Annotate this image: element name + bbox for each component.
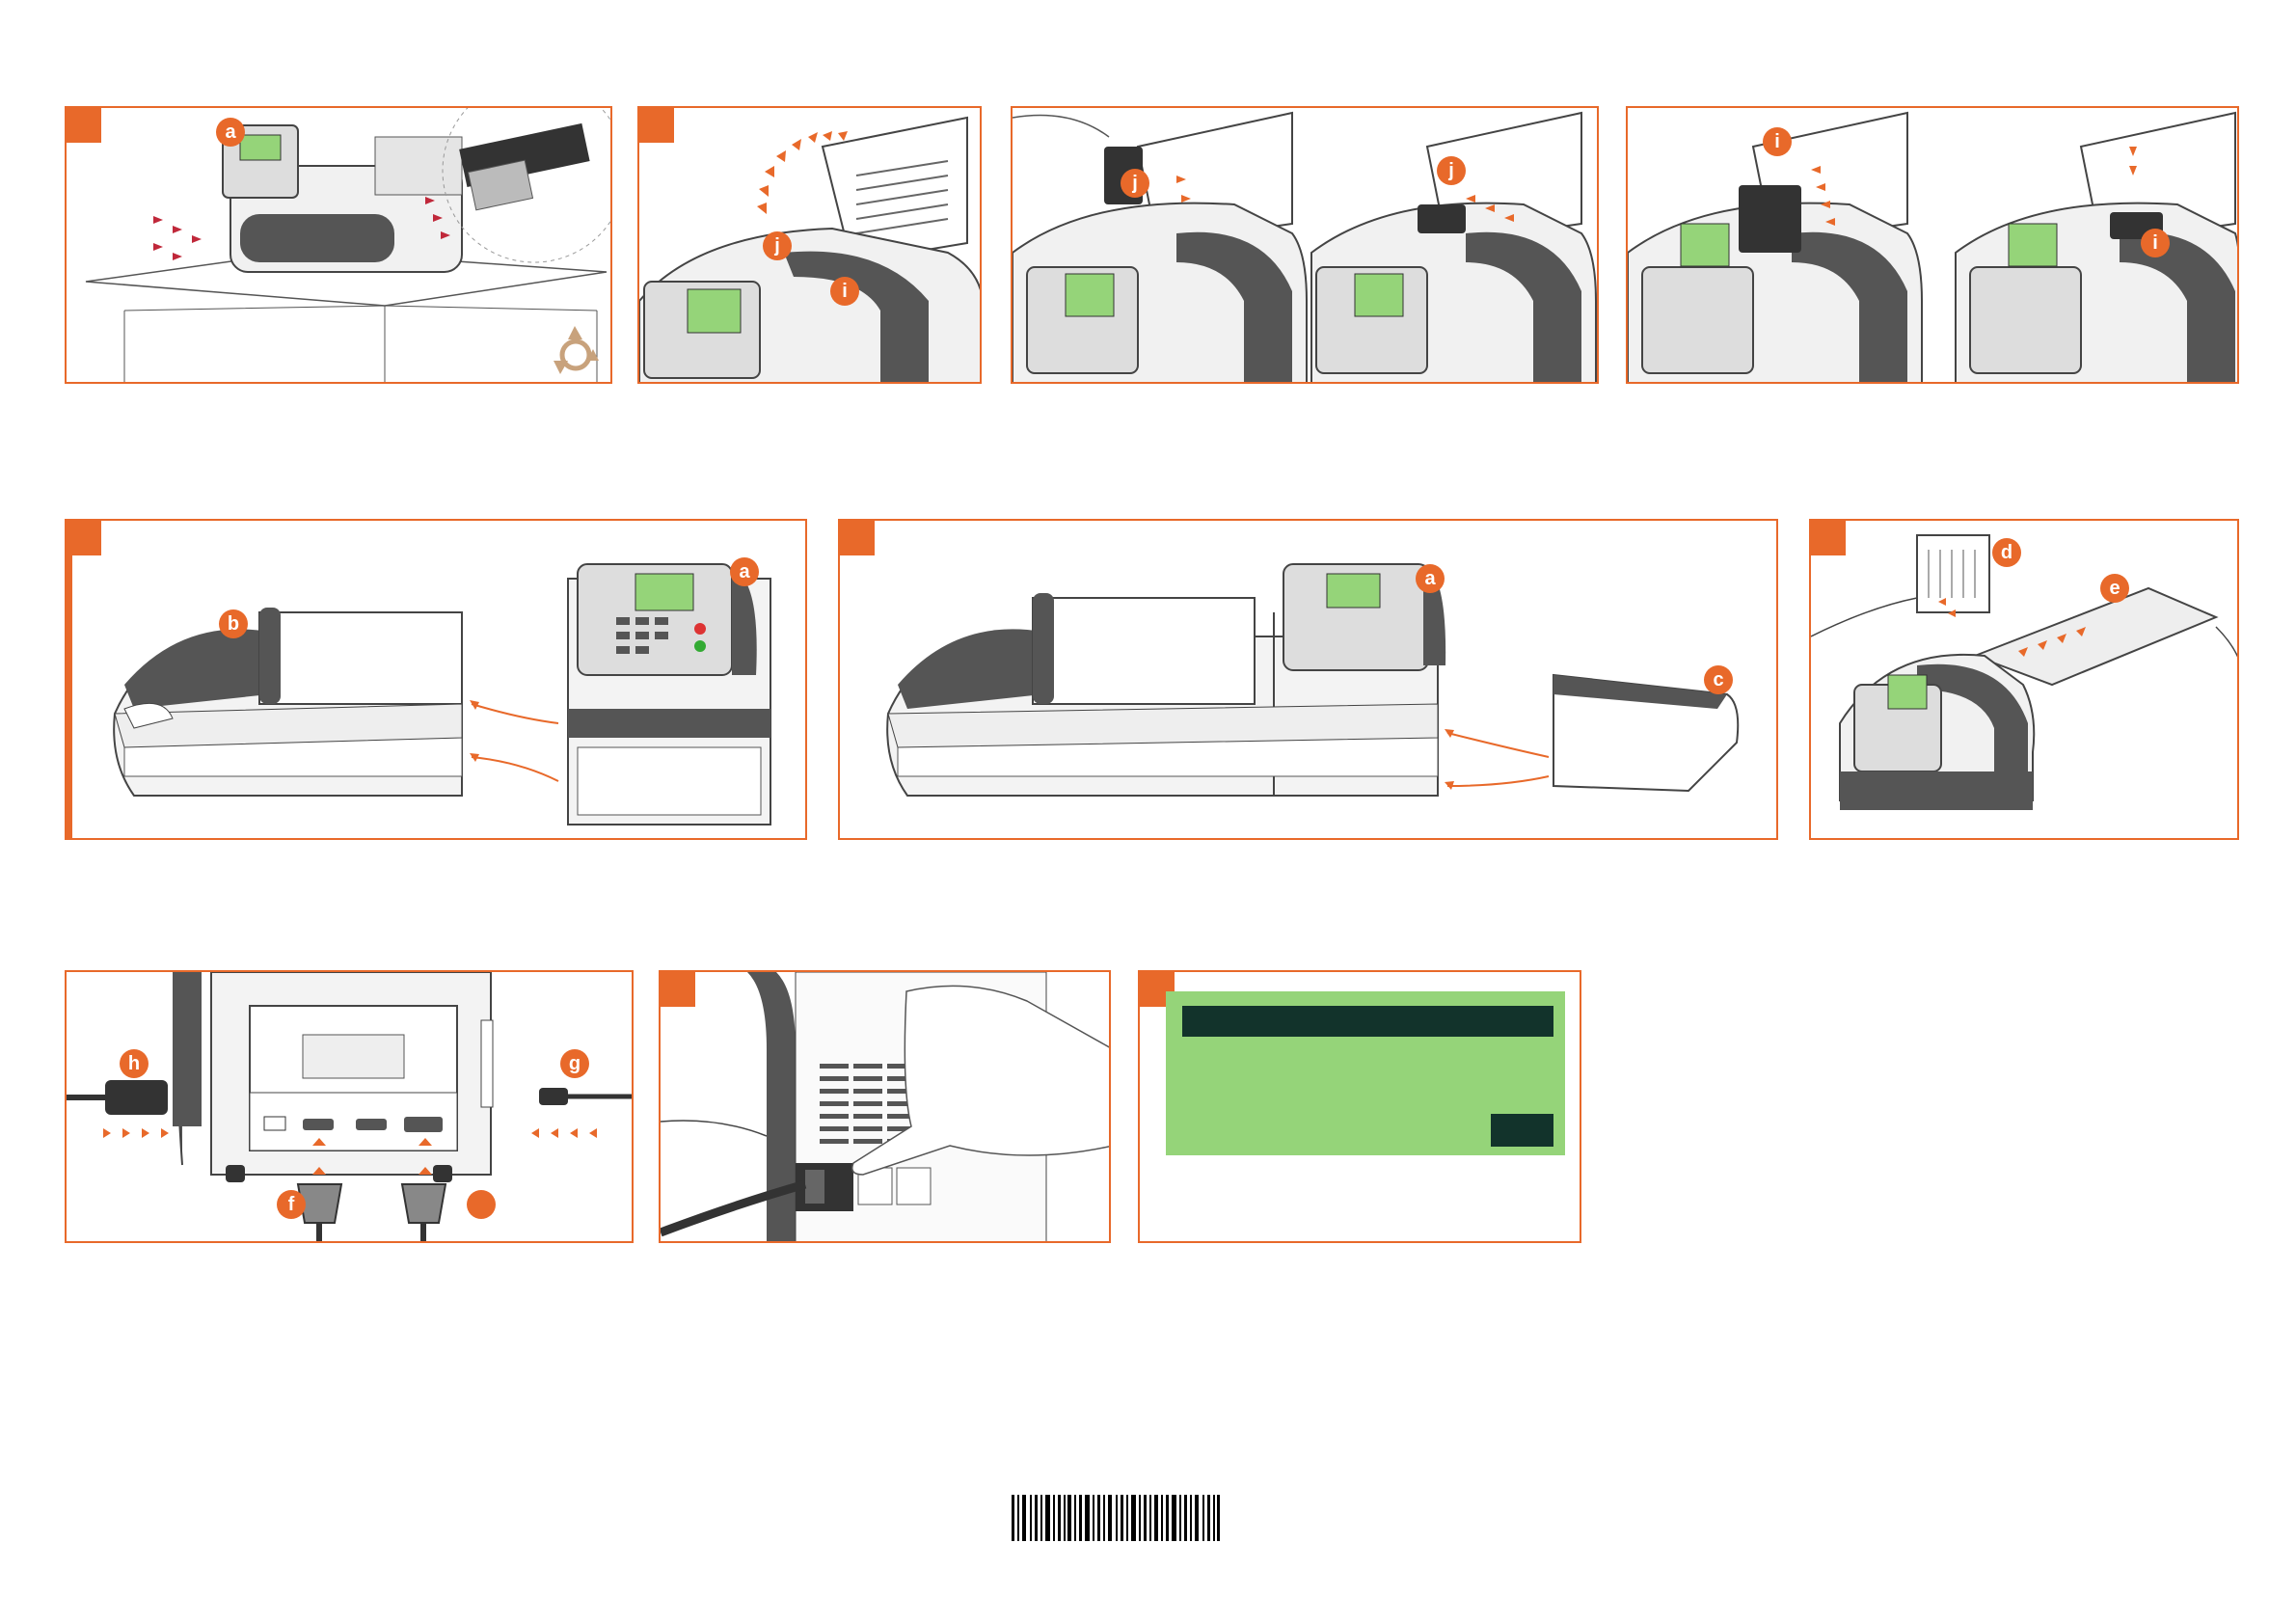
callout-b: b — [219, 609, 248, 638]
step-panel-attach-base: b a — [65, 519, 807, 840]
callout-c: c — [1704, 665, 1733, 694]
attach-stacker-illustration — [840, 521, 1778, 840]
power-on-illustration — [661, 972, 1111, 1243]
barcode-icon — [1012, 1495, 1220, 1541]
callout-d: d — [1992, 538, 2021, 567]
callout-f: f — [277, 1190, 306, 1219]
step-panel-unpack: a — [65, 106, 612, 384]
step-panel-attach-tray: d e — [1809, 519, 2239, 840]
step-panel-display — [1138, 970, 1581, 1243]
callout-g: g — [560, 1049, 589, 1078]
callout-h: h — [120, 1049, 149, 1078]
callout-e: e — [2100, 574, 2129, 603]
step-panel-attach-stacker: a c — [838, 519, 1778, 840]
connect-cables-illustration — [67, 972, 634, 1243]
callout-j: j — [763, 231, 792, 260]
callout-i: i — [1763, 127, 1792, 156]
unpack-illustration — [67, 108, 612, 384]
callout-i: i — [830, 277, 859, 306]
callout-a: a — [216, 118, 245, 147]
attach-base-illustration — [67, 521, 807, 840]
step-panel-remove-insert: j j — [1011, 106, 1599, 384]
display-softkey[interactable] — [1491, 1114, 1553, 1147]
callout-a: a — [1416, 564, 1445, 593]
recycle-icon — [554, 326, 599, 374]
open-cover-illustration — [639, 108, 982, 384]
callout-j: j — [1437, 156, 1466, 185]
step-panel-connect-cables: h g f — [65, 970, 634, 1243]
callout-blank — [467, 1190, 496, 1219]
step-panel-open-cover: j i — [637, 106, 982, 384]
callout-i: i — [2141, 229, 2170, 257]
remove-insert-illustration — [1013, 108, 1599, 384]
display-screen — [1166, 991, 1565, 1155]
callout-j: j — [1121, 169, 1149, 198]
step-panel-power-on — [659, 970, 1111, 1243]
callout-a: a — [730, 557, 759, 586]
attach-tray-illustration — [1811, 521, 2239, 840]
step-panel-install-ink: i i — [1626, 106, 2239, 384]
display-title-bar — [1182, 1006, 1553, 1037]
